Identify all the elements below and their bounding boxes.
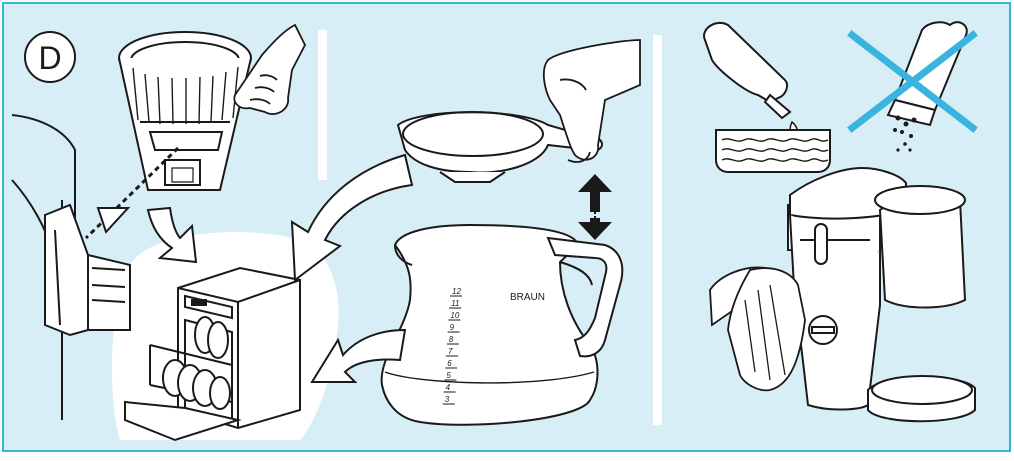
carafe-brand: BRAUN	[510, 292, 545, 303]
water-bowl	[716, 130, 830, 172]
carafe-scale-label: 10	[450, 311, 459, 320]
panel-label: D	[38, 40, 61, 76]
carafe-scale-label: 11	[451, 299, 459, 308]
carafe-scale-label: 5	[446, 371, 451, 380]
carafe-scale-label: 8	[449, 335, 454, 344]
separator-right	[653, 35, 662, 425]
carafe-scale-label: 12	[452, 287, 461, 296]
carafe-scale-label: 7	[448, 347, 453, 356]
carafe-scale-label: 4	[446, 383, 451, 392]
carafe-scale-label: 3	[445, 395, 450, 404]
carafe-scale-label: 6	[447, 359, 452, 368]
separator-left	[318, 30, 327, 180]
carafe-scale-label: 9	[450, 323, 455, 332]
